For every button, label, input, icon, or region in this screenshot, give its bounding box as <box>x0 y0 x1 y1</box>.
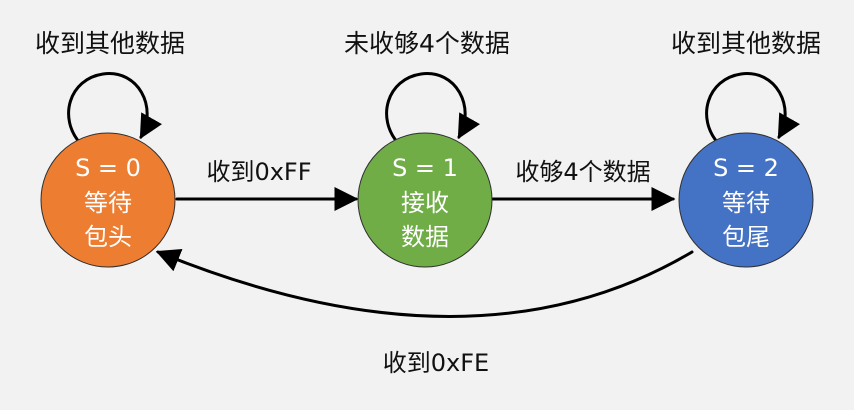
state-s1-line1: S = 1 <box>392 154 458 182</box>
transition-s1-to-s2: 收够4个数据 <box>491 158 676 211</box>
state-s0: 收到其他数据 S = 0 等待 包头 <box>35 29 185 268</box>
transition-s2-to-s0: 收到0xFE <box>155 249 694 377</box>
transition-label-s0-s1: 收到0xFF <box>206 158 311 186</box>
state-s2-line3: 包尾 <box>722 223 770 251</box>
state-circle-s2 <box>678 132 814 268</box>
self-loop-label-s2: 收到其他数据 <box>671 29 821 58</box>
self-loop-arrow-s2 <box>705 72 801 145</box>
self-loop-label-s1: 未收够4个数据 <box>344 29 510 58</box>
transition-label-s1-s2: 收够4个数据 <box>515 158 650 186</box>
transition-s0-to-s1: 收到0xFF <box>175 158 359 211</box>
state-s1: 未收够4个数据 S = 1 接收 数据 <box>344 29 510 268</box>
state-circle-s1 <box>357 132 493 268</box>
transition-arrow-s2-s0 <box>155 249 694 318</box>
state-s1-line2: 接收 <box>401 189 449 217</box>
state-s0-line2: 等待 <box>84 189 132 217</box>
transition-label-s2-s0: 收到0xFE <box>383 349 489 377</box>
state-s1-line3: 数据 <box>401 223 449 251</box>
self-loop-label-s0: 收到其他数据 <box>35 29 185 58</box>
state-s0-line1: S = 0 <box>75 154 141 182</box>
state-s2-line2: 等待 <box>722 189 770 217</box>
self-loop-arrow-s1 <box>385 72 481 145</box>
self-loop-arrow-s0 <box>67 72 163 145</box>
state-circle-s0 <box>40 132 176 268</box>
state-s2: 收到其他数据 S = 2 等待 包尾 <box>671 29 821 268</box>
state-s0-line3: 包头 <box>84 223 132 251</box>
state-s2-line1: S = 2 <box>713 154 779 182</box>
